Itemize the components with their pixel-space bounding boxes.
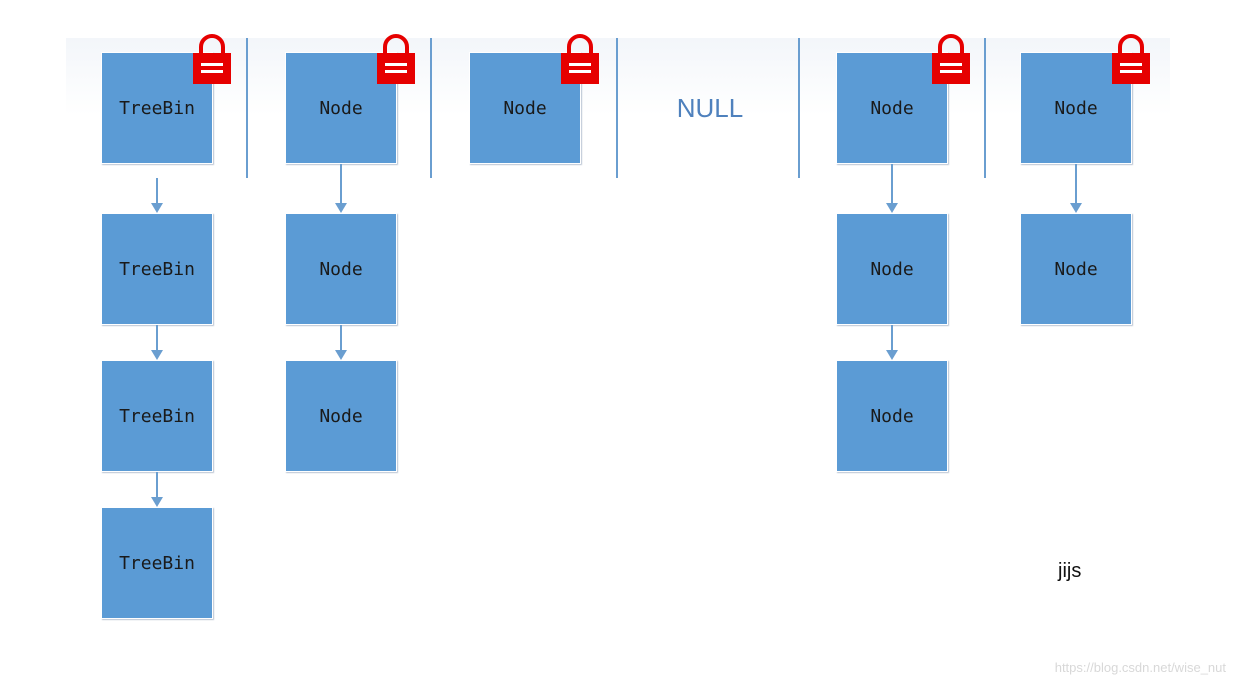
arrow-down-icon	[335, 350, 347, 360]
padlock-icon	[377, 34, 415, 84]
bucket-0-chain-node: TreeBin	[101, 360, 213, 472]
watermark: https://blog.csdn.net/wise_nut	[1054, 660, 1226, 675]
chain-connector	[340, 325, 342, 350]
padlock-icon	[561, 34, 599, 84]
arrow-down-icon	[886, 203, 898, 213]
padlock-icon	[193, 34, 231, 84]
chain-connector	[156, 178, 158, 203]
bucket-4-chain-node: Node	[836, 213, 948, 325]
chain-connector	[891, 164, 893, 203]
bucket-4-chain-node: Node	[836, 360, 948, 472]
author-label: jijs	[1058, 560, 1082, 582]
bucket-3-null-label: NULL	[676, 92, 744, 123]
arrow-down-icon	[886, 350, 898, 360]
arrow-down-icon	[151, 497, 163, 507]
chain-connector	[891, 325, 893, 350]
arrow-down-icon	[335, 203, 347, 213]
arrow-down-icon	[151, 350, 163, 360]
arrow-down-icon	[151, 203, 163, 213]
chain-connector	[1075, 164, 1077, 203]
chain-connector	[156, 472, 158, 497]
bucket-cell-3	[618, 38, 800, 178]
bucket-4-head-node: Node	[836, 52, 948, 164]
padlock-icon	[932, 34, 970, 84]
bucket-5-chain-node: Node	[1020, 213, 1132, 325]
arrow-down-icon	[1070, 203, 1082, 213]
padlock-icon	[1112, 34, 1150, 84]
chain-connector	[340, 164, 342, 203]
bucket-0-chain-node: TreeBin	[101, 213, 213, 325]
bucket-0-chain-node: TreeBin	[101, 507, 213, 619]
bucket-5-head-node: Node	[1020, 52, 1132, 164]
chain-connector	[156, 325, 158, 350]
bucket-1-chain-node: Node	[285, 360, 397, 472]
bucket-1-chain-node: Node	[285, 213, 397, 325]
